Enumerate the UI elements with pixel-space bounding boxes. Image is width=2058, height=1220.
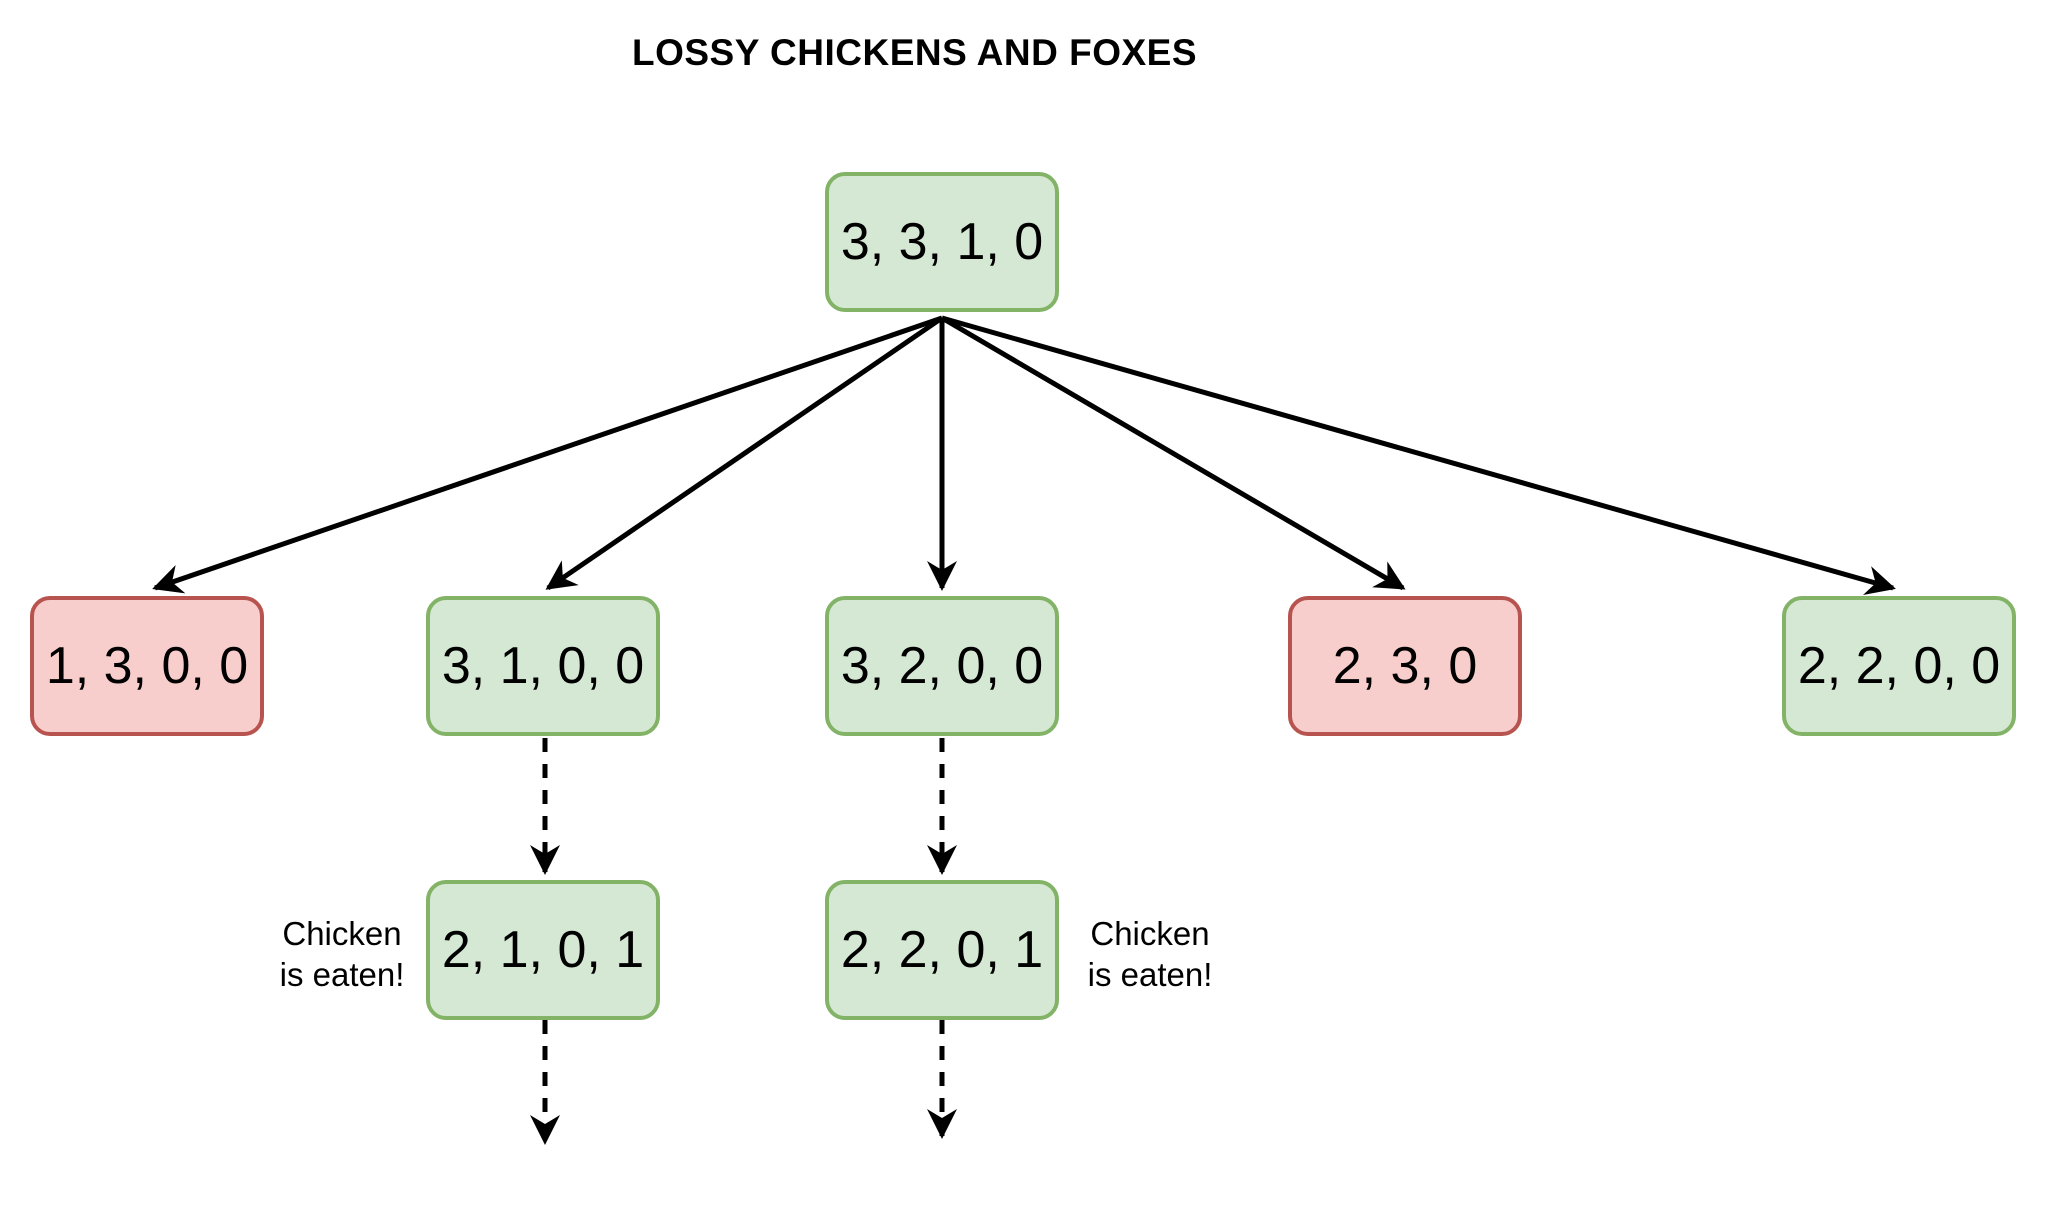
node-c2: 3, 1, 0, 0 [426,596,660,736]
note-left-line1: Chicken [282,915,402,952]
note-right: Chicken is eaten! [1070,913,1230,995]
node-root: 3, 3, 1, 0 [825,172,1059,312]
node-c4: 2, 3, 0 [1288,596,1522,736]
node-c1: 1, 3, 0, 0 [30,596,264,736]
edge-root-c5 [941,315,1896,596]
note-left-line2: is eaten! [279,956,405,993]
node-c5: 2, 2, 0, 0 [1782,596,2016,736]
note-right-line2: is eaten! [1087,956,1213,993]
node-g1: 2, 1, 0, 1 [426,880,660,1020]
edge-root-c4 [940,315,1406,591]
edge-root-c1 [152,315,943,594]
node-c3: 3, 2, 0, 0 [825,596,1059,736]
note-right-line1: Chicken [1090,915,1210,952]
node-g2: 2, 2, 0, 1 [825,880,1059,1020]
note-left: Chicken is eaten! [262,913,422,995]
edge-root-c2 [545,315,944,591]
diagram-title: LOSSY CHICKENS AND FOXES [632,32,1198,73]
